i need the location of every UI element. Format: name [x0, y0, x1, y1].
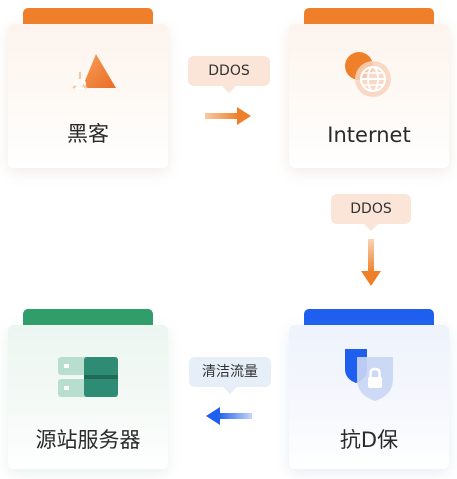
internet-label: Internet [327, 123, 411, 147]
origin-server-node: 源站服务器 [8, 309, 168, 469]
clean-traffic-label-text: 清洁流量 [202, 364, 258, 380]
anti-ddos-label: 抗D保 [339, 428, 399, 452]
origin-server-label: 源站服务器 [35, 428, 141, 452]
ddos-attack-label-right-tail [364, 224, 378, 231]
arrow-right [205, 106, 253, 126]
clean-traffic-label-tail [223, 387, 237, 394]
ddos-attack-label-right: DDOS [331, 194, 411, 231]
server-icon [56, 355, 120, 401]
ddos-attack-label-top: DDOS [188, 56, 270, 93]
clean-traffic-label: 清洁流量 [189, 357, 271, 394]
anti-ddos-node: 抗D保 [289, 309, 449, 469]
shield-lock-icon [341, 347, 401, 403]
ddos-attack-label-top-text: DDOS [208, 63, 250, 79]
internet-node: Internet [289, 8, 449, 168]
hacker-node-body [8, 24, 168, 168]
hacker-icon [68, 50, 118, 96]
arrow-down [360, 239, 382, 287]
hacker-node: 黑客 [8, 8, 168, 168]
hacker-label: 黑客 [67, 122, 109, 146]
ddos-attack-label-top-tail [222, 86, 236, 93]
ddos-attack-label-right-text: DDOS [350, 201, 392, 217]
arrow-left [204, 406, 252, 426]
globe-icon [339, 48, 399, 104]
